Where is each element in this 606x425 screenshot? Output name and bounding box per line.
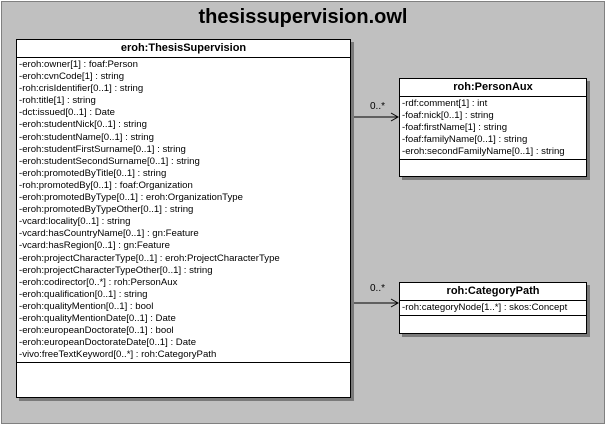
class-name: roh:PersonAux xyxy=(400,79,586,97)
attribute-row: -eroh:studentName[0..1] : string xyxy=(19,131,154,143)
operations-compartment xyxy=(400,159,586,174)
attribute-list: -rdf:comment[1] : int-foaf:nick[0..1] : … xyxy=(400,97,586,159)
attribute-row: -roh:categoryNode[1..*] : skos:Concept xyxy=(402,302,568,313)
attribute-list: -roh:categoryNode[1..*] : skos:Concept xyxy=(400,301,586,315)
attribute-row: -vcard:hasCountryName[0..1] : gn:Feature xyxy=(19,228,199,240)
class-person-aux[interactable]: roh:PersonAux -rdf:comment[1] : int-foaf… xyxy=(399,78,587,177)
class-category-path[interactable]: roh:CategoryPath -roh:categoryNode[1..*]… xyxy=(399,282,587,334)
attribute-row: -rdf:comment[1] : int xyxy=(402,98,488,109)
attribute-row: -roh:crisIdentifier[0..1] : string xyxy=(19,83,144,95)
attribute-row: -eroh:qualification[0..1] : string xyxy=(19,288,148,300)
attribute-row: -foaf:familyName[0..1] : string xyxy=(402,134,528,146)
attribute-row: -eroh:codirector[0..*] : roh:PersonAux xyxy=(19,276,178,288)
class-name: eroh:ThesisSupervision xyxy=(17,40,350,58)
attribute-row: -vcard:locality[0..1] : string xyxy=(19,216,131,228)
attribute-row: -eroh:europeanDoctorateDate[0..1] : Date xyxy=(19,337,197,349)
attribute-row: -eroh:promotedByTitle[0..1] : string xyxy=(19,167,167,179)
multiplicity-personaux: 0..* xyxy=(370,101,386,112)
attribute-row: -eroh:owner[1] : foaf:Person xyxy=(19,59,138,70)
attribute-row: -eroh:cvnCode[1] : string xyxy=(19,71,125,83)
attribute-row: -eroh:studentSecondSurname[0..1] : strin… xyxy=(19,155,200,167)
attribute-row: -eroh:projectCharacterTypeOther[0..1] : … xyxy=(19,264,213,276)
attribute-row: -eroh:studentFirstSurname[0..1] : string xyxy=(19,143,186,155)
diagram-title: thesissupervision.owl xyxy=(198,6,408,28)
attribute-row: -eroh:qualityMention[0..1] : bool xyxy=(19,300,154,312)
attribute-row: -foaf:firstName[1] : string xyxy=(402,122,508,134)
class-thesis-supervision[interactable]: eroh:ThesisSupervision -eroh:owner[1] : … xyxy=(16,39,351,398)
operations-compartment xyxy=(17,362,350,377)
multiplicity-categorypath: 0..* xyxy=(370,283,386,294)
attribute-row: -eroh:promotedByTypeOther[0..1] : string xyxy=(19,204,194,216)
attribute-row: -vivo:freeTextKeyword[0..*] : roh:Catego… xyxy=(19,349,217,361)
attribute-row: -eroh:secondFamilyName[0..1] : string xyxy=(402,146,565,158)
attribute-row: -dct:issued[0..1] : Date xyxy=(19,107,115,119)
arrowhead-personaux xyxy=(390,112,400,122)
attribute-row: -foaf:nick[0..1] : string xyxy=(402,110,494,122)
attribute-row: -roh:title[1] : string xyxy=(19,95,96,107)
attribute-row: -eroh:studentNick[0..1] : string xyxy=(19,119,147,131)
operations-compartment xyxy=(400,315,586,330)
attribute-row: -roh:promotedBy[0..1] : foaf:Organizatio… xyxy=(19,179,193,191)
attribute-row: -vcard:hasRegion[0..1] : gn:Feature xyxy=(19,240,170,252)
attribute-row: -eroh:qualityMentionDate[0..1] : Date xyxy=(19,312,176,324)
attribute-row: -eroh:projectCharacterType[0..1] : eroh:… xyxy=(19,252,280,264)
attribute-list: -eroh:owner[1] : foaf:Person-eroh:cvnCod… xyxy=(17,58,350,362)
attribute-row: -eroh:europeanDoctorate[0..1] : bool xyxy=(19,325,174,337)
arrowhead-categorypath xyxy=(390,298,400,308)
class-name: roh:CategoryPath xyxy=(400,283,586,301)
attribute-row: -eroh:promotedByType[0..1] : eroh:Organi… xyxy=(19,192,243,204)
